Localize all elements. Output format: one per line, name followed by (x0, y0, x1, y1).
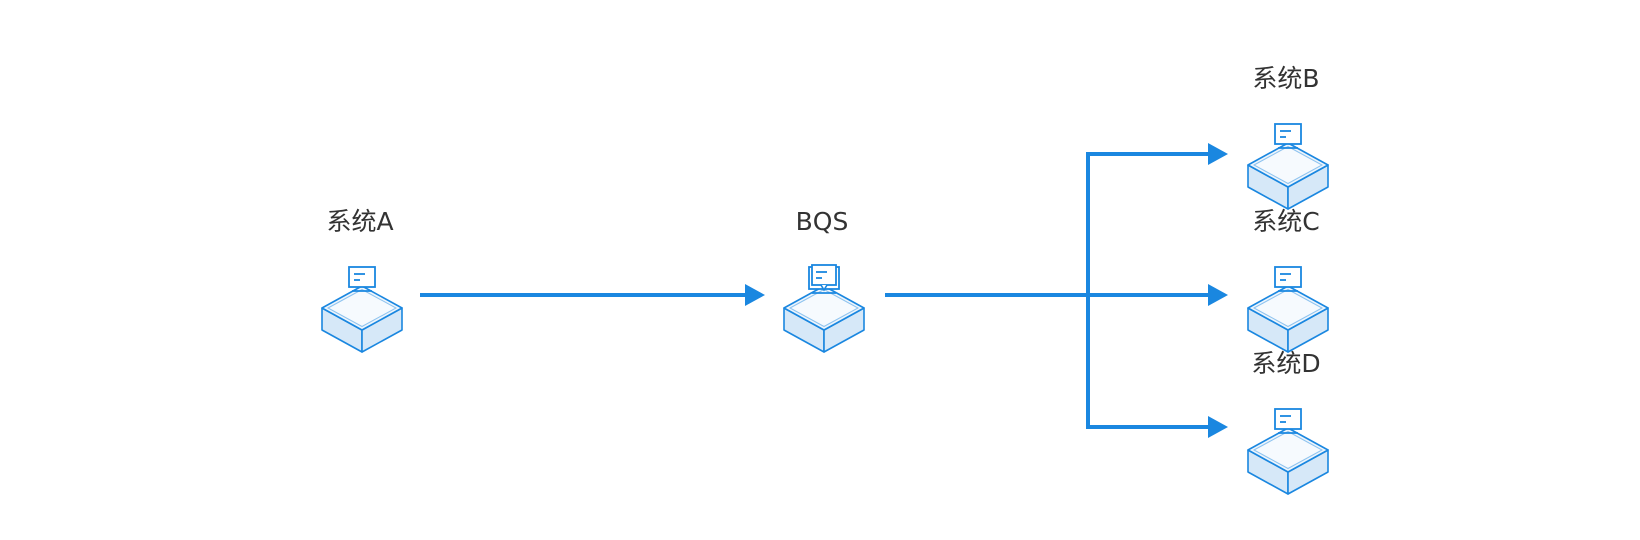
node-label-system-d: 系统D (1251, 349, 1321, 378)
arrowhead-system-b (1208, 143, 1228, 165)
arrowhead-bqs (745, 284, 765, 306)
node-system-c-icon (1247, 266, 1329, 353)
node-label-bqs: BQS (795, 207, 849, 236)
arrowhead-system-c (1208, 284, 1228, 306)
node-label-system-a: 系统A (326, 207, 394, 236)
node-system-b-icon (1247, 123, 1329, 210)
node-system-d-icon (1247, 408, 1329, 495)
node-bqs-icon (783, 264, 865, 353)
arrowheads (745, 143, 1228, 438)
node-label-system-c: 系统C (1252, 207, 1320, 236)
node-label-system-b: 系统B (1252, 64, 1320, 93)
edges (420, 152, 1208, 429)
arrowhead-system-d (1208, 416, 1228, 438)
node-system-a-icon (321, 266, 403, 353)
